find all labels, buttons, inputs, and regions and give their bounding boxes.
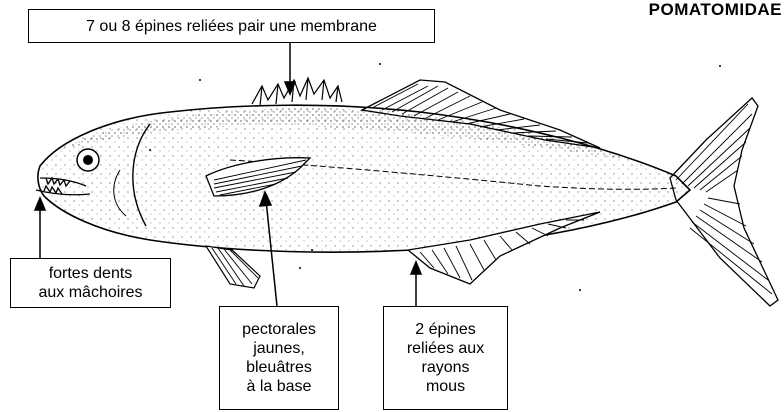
teeth-text: fortes dents aux mâchoires [38, 264, 142, 302]
teeth-label: fortes dents aux mâchoires [10, 258, 171, 308]
caudal-fin [670, 98, 778, 306]
anal-fin-label: 2 épines reliées aux rayons mous [383, 306, 508, 410]
family-title: POMATOMIDAE [649, 0, 782, 20]
dorsal-spines-text: 7 ou 8 épines reliées pair une membrane [86, 17, 377, 36]
pelvic-fin [206, 246, 260, 288]
pectoral-label: pectorales jaunes, bleuâtres à la base [219, 306, 339, 410]
pectoral-text: pectorales jaunes, bleuâtres à la base [242, 320, 316, 396]
dorsal-spines-label: 7 ou 8 épines reliées pair une membrane [28, 9, 435, 43]
spiny-dorsal-fin [252, 78, 342, 106]
anal-fin-text: 2 épines reliées aux rayons mous [407, 320, 484, 396]
eye [77, 149, 99, 171]
